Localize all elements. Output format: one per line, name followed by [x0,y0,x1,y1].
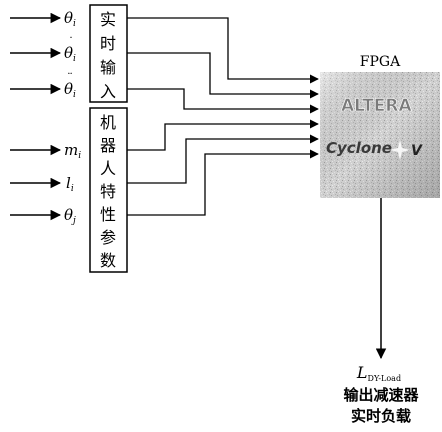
symbol-l-i: li [66,174,74,194]
symbol-theta-j: θj [64,206,76,226]
svg-text:入: 入 [100,82,116,101]
chip-series-text: Cyclone [326,139,392,157]
chip-series-suffix: V [411,143,423,159]
svg-text:机: 机 [100,113,116,132]
output-label-line1: 输出减速器 [343,386,419,404]
output-symbol: LDY-Load [356,363,401,383]
robot-box-label: 机 器 人 特 性 参 数 [100,113,116,270]
svg-text:器: 器 [100,136,116,155]
symbol-theta-dot-i: θi [64,44,76,64]
svg-text:输: 输 [100,58,116,77]
svg-text:特: 特 [100,182,116,201]
symbol-m-i: mi [64,141,81,161]
chip-brand-text: ALTERA [341,96,412,116]
output-label-line2: 实时负载 [351,407,411,425]
svg-text:人: 人 [100,159,116,178]
svg-text:时: 时 [100,34,116,53]
svg-text:参: 参 [100,228,116,247]
input-symbols: θi ˙ θi ¨ θi mi li θj [64,9,81,226]
svg-text:数: 数 [100,251,116,270]
input-arrows [10,18,60,215]
symbol-theta-ddot-i: θi [64,80,76,100]
symbol-theta-i: θi [64,9,76,29]
connection-lines [127,18,318,215]
svg-text:实: 实 [100,10,116,29]
fpga-title: FPGA [360,54,401,70]
fpga-chip: ALTERA Cyclone V [320,72,440,198]
svg-text:性: 性 [100,205,116,224]
